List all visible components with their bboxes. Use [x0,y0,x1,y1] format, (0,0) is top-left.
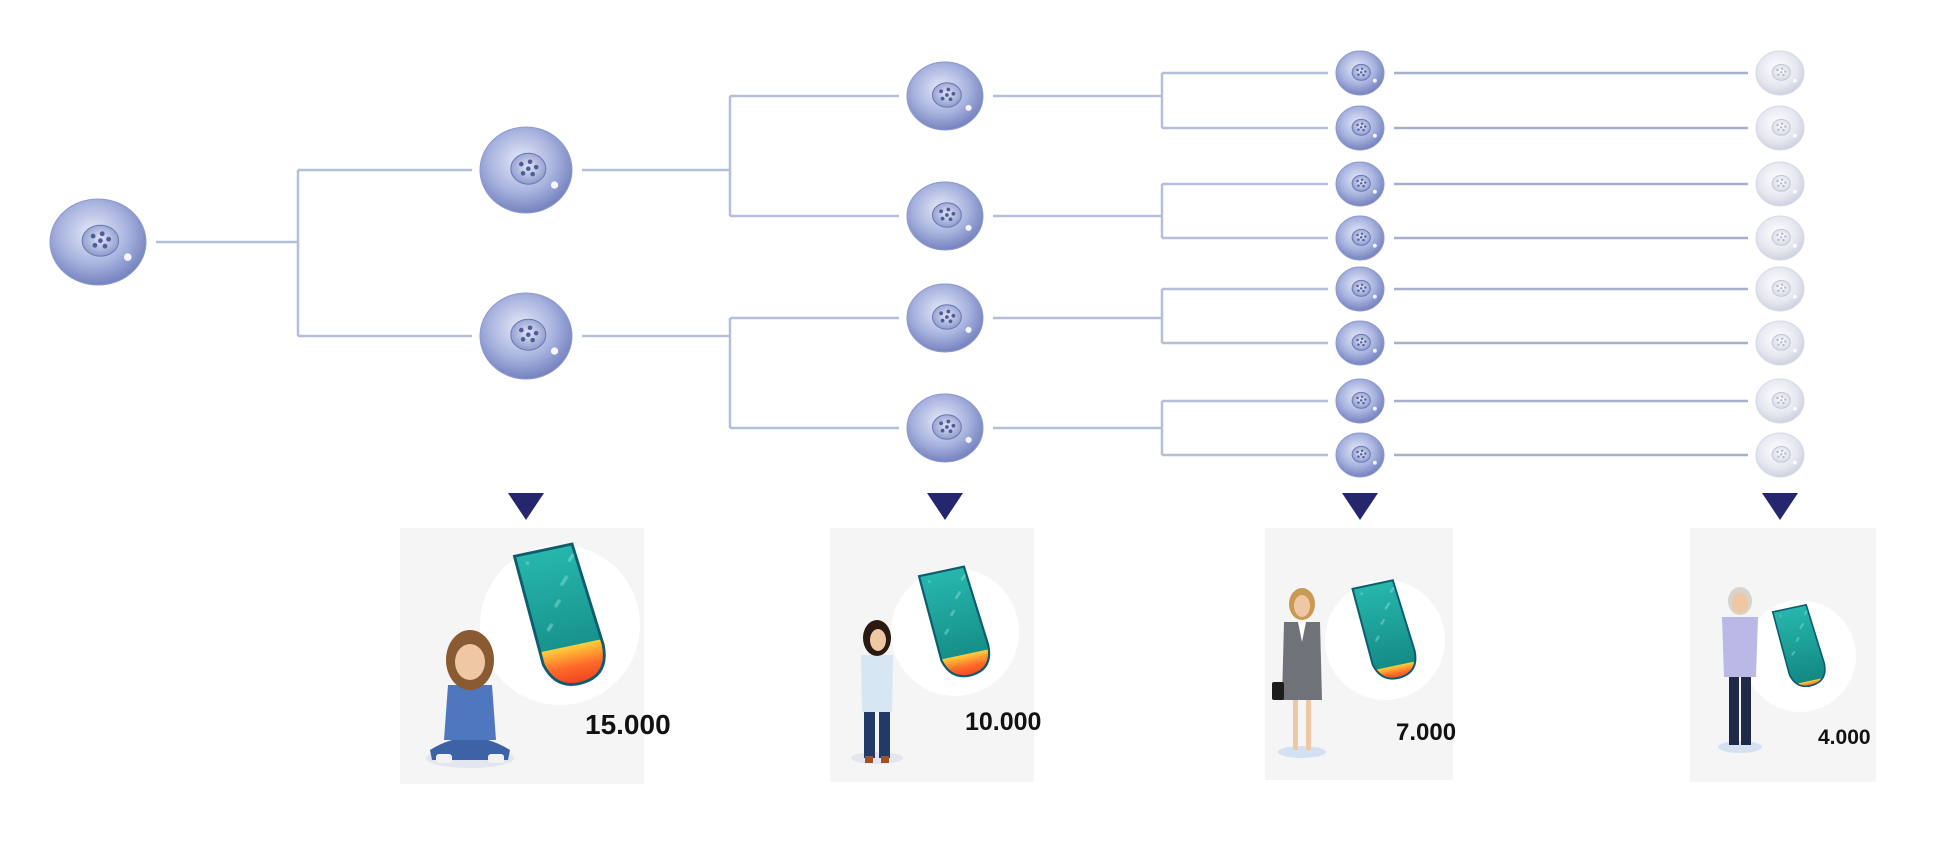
aged-cell [1755,50,1805,96]
cell [1335,50,1385,96]
cell [1335,266,1385,312]
aged-cell [1755,105,1805,151]
telomere-value: 4.000 [1818,726,1871,749]
stage-card: 7.000 [1265,528,1456,780]
cell [1335,320,1385,366]
stage-card: 15.000 [400,528,671,784]
stage-cards: 15.000 10.000 7.000 4.000 [400,528,1876,784]
telomere-value: 15.000 [585,709,671,740]
stage-card: 10.000 [830,528,1041,782]
aged-cell [1755,266,1805,312]
cell [906,393,984,463]
stage-card: 4.000 [1690,528,1876,782]
telomere-value: 10.000 [965,708,1041,736]
cell [479,292,573,380]
cell [49,198,147,286]
stage-arrows [508,493,1798,520]
aged-cell [1755,432,1805,478]
cell-tree [49,50,1805,478]
aged-cell [1755,215,1805,261]
senior-woman-figure [1718,587,1762,753]
down-arrow-icon [508,493,544,520]
cell [1335,378,1385,424]
cell [906,283,984,353]
cell [1335,105,1385,151]
businesswoman-figure [1272,588,1326,758]
young-woman-figure [851,620,903,764]
division-lines [156,71,1748,457]
cell [906,181,984,251]
aged-cell [1755,161,1805,207]
cell [1335,161,1385,207]
child-figure [426,630,514,768]
telomere-value: 7.000 [1396,719,1456,746]
aged-cell [1755,378,1805,424]
cell [1335,432,1385,478]
down-arrow-icon [1342,493,1378,520]
down-arrow-icon [927,493,963,520]
cell [906,61,984,131]
down-arrow-icon [1762,493,1798,520]
aged-cell [1755,320,1805,366]
cell [479,126,573,214]
cell [1335,215,1385,261]
